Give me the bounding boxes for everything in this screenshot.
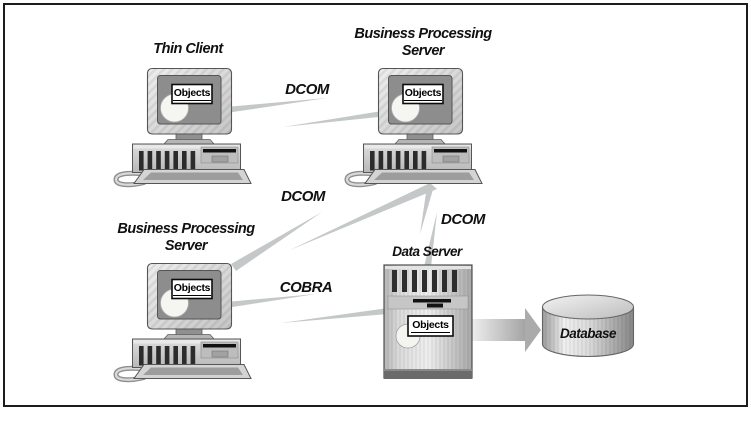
objects-text: Objects: [172, 86, 212, 101]
dcom-vertical-lightning-icon: [420, 186, 437, 267]
title-line: Server: [164, 238, 208, 254]
thin-client-computer-icon: [110, 62, 252, 188]
thin-client-objects-label: Objects: [172, 84, 212, 103]
data-server-objects-label: Objects: [408, 316, 453, 336]
connectors-layer: [226, 98, 541, 352]
database-cylinder-icon: [541, 294, 635, 358]
data-server-tower-icon: [383, 264, 473, 379]
diagram-border: [3, 3, 748, 407]
business-server-bottom-title: Business Processing Server: [86, 221, 286, 255]
dcom-top-label: DCOM: [285, 81, 329, 98]
objects-text: Objects: [172, 281, 212, 296]
objects-text: Objects: [403, 86, 443, 101]
title-line: Business Processing: [354, 26, 492, 42]
dcom-middle-label: DCOM: [281, 188, 325, 205]
title-line: Server: [401, 43, 445, 59]
business-server-bottom-computer-icon: [110, 257, 252, 383]
dcom-middle-lightning-icon: [231, 183, 437, 271]
database-arrow-icon: [470, 308, 541, 352]
business-server-top-objects-label: Objects: [403, 84, 443, 103]
database-title: Database: [559, 326, 617, 341]
thin-client-title: Thin Client: [153, 41, 223, 57]
tower-vent-grill: [392, 270, 457, 292]
objects-text: Objects: [411, 319, 450, 333]
business-server-top-title: Business Processing Server: [323, 26, 523, 60]
objects-card: [407, 315, 454, 337]
business-server-bottom-objects-label: Objects: [172, 279, 212, 298]
corba-lightning-icon: [226, 294, 388, 323]
data-server-title: Data Server: [392, 244, 462, 259]
corba-label: COBRA: [279, 279, 333, 296]
dcom-vertical-label: DCOM: [441, 211, 485, 228]
dcom-top-lightning-icon: [226, 98, 388, 127]
tower-drive-bay: [387, 295, 469, 310]
title-line: Business Processing: [117, 221, 255, 237]
